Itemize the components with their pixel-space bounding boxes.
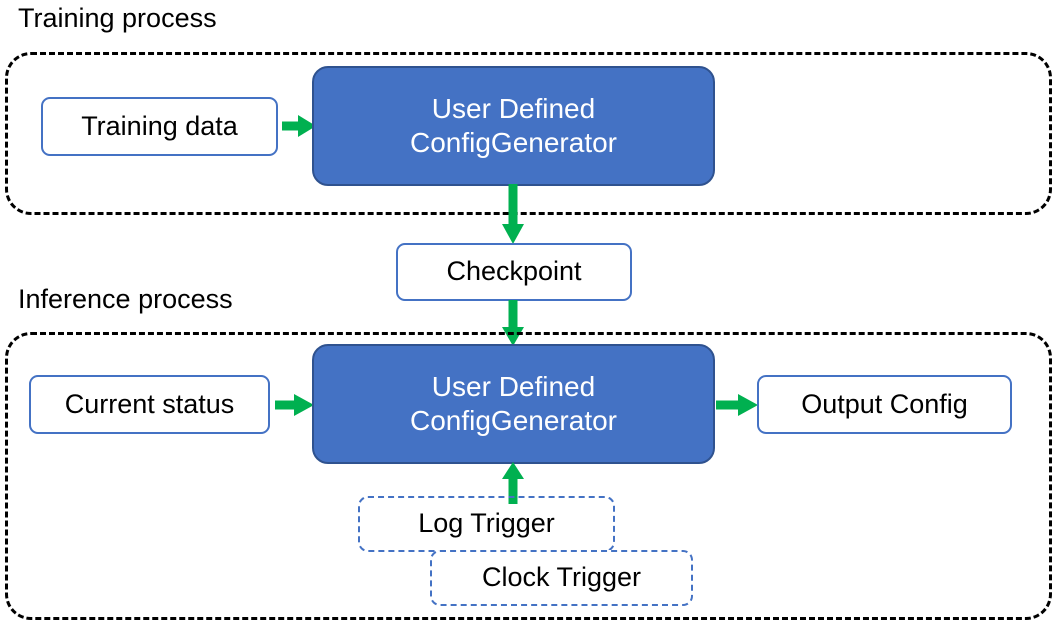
output-config-box[interactable]: Output Config: [757, 375, 1012, 434]
inference-config-generator-line2: ConfigGenerator: [409, 405, 617, 436]
inference-process-label: Inference process: [18, 284, 233, 314]
current-status-label: Current status: [64, 388, 235, 419]
checkpoint-box[interactable]: Checkpoint: [396, 243, 632, 301]
training-data-label: Training data: [81, 110, 238, 141]
training-config-generator-line2: ConfigGenerator: [409, 127, 617, 158]
inference-config-generator-box[interactable]: User Defined ConfigGenerator: [312, 344, 715, 464]
inference-config-generator-line1: User Defined: [431, 370, 596, 402]
checkpoint-label: Checkpoint: [446, 256, 582, 287]
log-trigger-label: Log Trigger: [418, 508, 555, 539]
training-config-generator-box[interactable]: User Defined ConfigGenerator: [312, 66, 715, 186]
training-data-box[interactable]: Training data: [41, 97, 278, 156]
log-trigger-box[interactable]: Log Trigger: [358, 496, 615, 552]
current-status-box[interactable]: Current status: [29, 375, 270, 434]
training-process-label: Training process: [18, 3, 217, 33]
clock-trigger-label: Clock Trigger: [481, 562, 642, 593]
output-config-label: Output Config: [801, 388, 968, 419]
inference-process-container: [5, 332, 1052, 620]
training-config-generator-line1: User Defined: [431, 92, 596, 124]
clock-trigger-box[interactable]: Clock Trigger: [430, 550, 693, 606]
training-process-container: [5, 52, 1052, 215]
